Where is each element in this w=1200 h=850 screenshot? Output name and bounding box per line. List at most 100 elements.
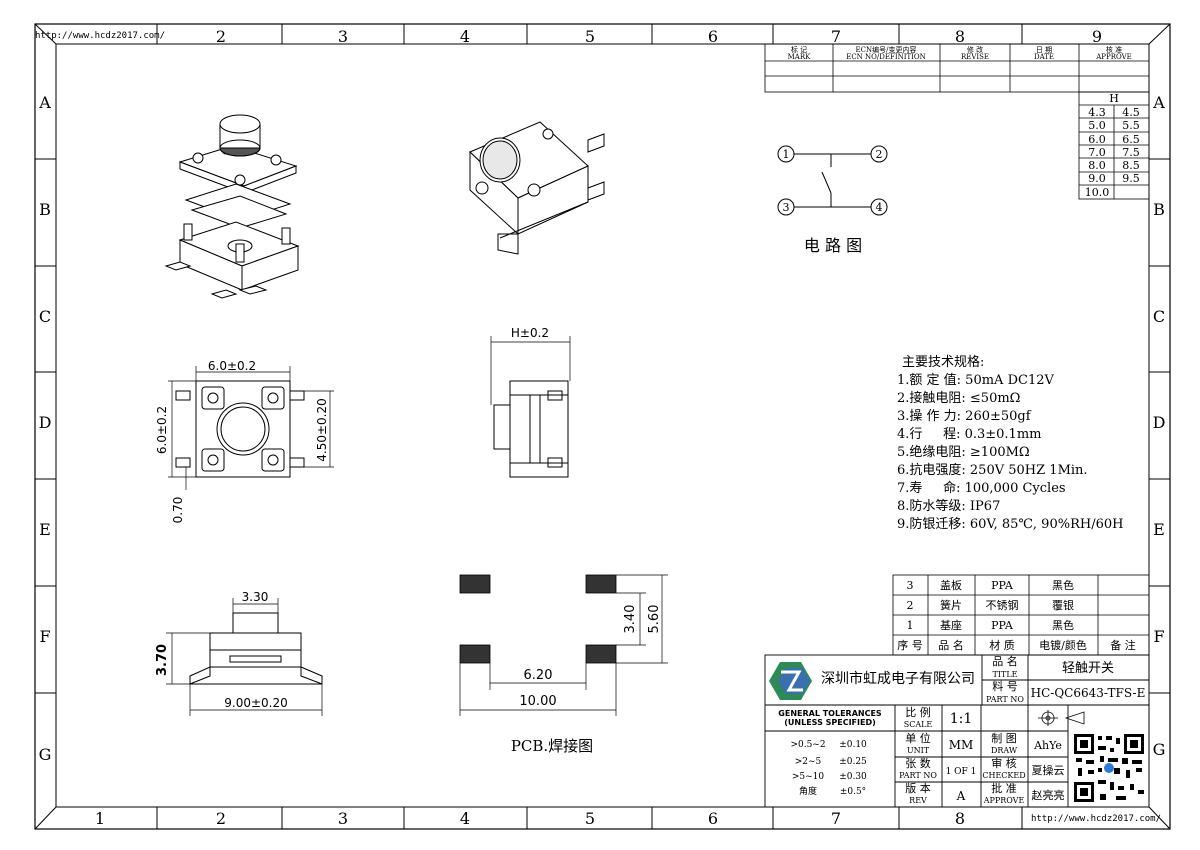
side-view-illustration [493,380,569,478]
dim-top-height: 6.0±0.2 [155,406,169,454]
bom-cells: 3 盖板 PPA 黑色 2 簧片 不锈钢 覆银 1 基座 PPA 黑色 序 号 … [897,578,1136,652]
row-label: C [39,307,51,326]
bom-cell: 盖板 [940,578,962,592]
tol-range: >0.5~2 [790,740,825,750]
pcb-dimensions [459,574,668,716]
field-value: 1:1 [950,711,973,727]
field-label: CHECKED [982,771,1025,780]
spec-title: 主要技术规格: [902,354,984,370]
dim-front-top: 3.30 [242,590,269,604]
dim-side-h: H±0.2 [511,326,549,340]
row-label: A [1152,93,1165,112]
field-label: DRAW [991,746,1018,755]
top-view-illustration [175,380,305,478]
spec-item: 1.额 定 值: 50mA DC12V [897,372,1054,388]
rev-header: DATE [1034,53,1054,61]
company-name: 深圳市虹成电子有限公司 [821,670,975,687]
field-label: REV [909,796,927,805]
col-label: 3 [338,27,348,46]
h-cell: 10.0 [1085,186,1110,199]
node-label: 4 [876,201,883,214]
h-cell: 9.5 [1122,172,1140,185]
field-value: 夏操云 [1032,763,1065,777]
h-table-title: H [1109,92,1119,105]
tol-range: >5~10 [792,772,825,782]
field-value: MM [949,738,974,752]
projection-symbol [1038,710,1085,726]
circuit-diagram [777,145,888,216]
spec-item: 9.防银迁移: 60V, 85℃, 90%RH/60H [897,516,1123,532]
bom-cell: PPA [991,579,1014,592]
h-cell: 6.5 [1122,133,1140,146]
spec-item: 5.绝缘电阻: ≥100MΩ [897,444,1030,460]
tol-value: ±0.25 [839,757,867,767]
dim-pin-offset: 0.70 [171,497,185,524]
row-label: F [1153,627,1164,646]
field-label: 比 例 [905,705,931,719]
row-label: F [39,627,50,646]
front-view-illustration [189,612,323,685]
spec-item: 4.行 程: 0.3±0.1mm [897,427,1041,442]
col-label: 9 [1092,27,1102,46]
top-view-dimensions [168,366,334,490]
bom-cell: 黑色 [1052,578,1074,592]
part-label-en: PART NO [986,695,1024,704]
spec-item: 7.寿 命: 100,000 Cycles [897,480,1066,496]
circuit-title: 电 路 图 [804,236,862,255]
tol-range: 角度 [799,785,817,797]
bom-cell: 覆银 [1052,598,1074,612]
dim-top-width: 6.0±0.2 [208,359,256,373]
h-cell: 8.0 [1088,159,1106,172]
field-label: 张 数 [905,757,931,770]
h-cell: 4.3 [1088,106,1106,119]
col-label: 2 [216,809,226,828]
h-cell: 7.5 [1122,146,1140,159]
row-label: B [39,200,51,219]
company-logo [769,662,812,700]
bom-header: 序 号 [897,638,923,652]
qr-code-icon [1073,733,1145,803]
rev-header: REVISE [961,53,989,61]
col-label: 4 [460,809,470,828]
node-label: 3 [783,201,790,214]
bom-cell: PPA [991,619,1014,632]
tol-range: >2~5 [795,757,822,767]
col-label: 6 [708,809,718,828]
dim-front-width: 9.00±0.20 [224,696,288,710]
title-label-cn: 品 名 [992,654,1018,668]
rev-header: ECN NO/DEFINITION [846,53,926,61]
row-label: B [1153,200,1165,219]
front-view-dimensions [166,598,323,716]
node-label: 1 [783,148,790,161]
title-block [764,654,1150,808]
row-label: E [1153,520,1165,539]
rev-header: APPROVE [1095,53,1132,61]
rev-header: 日 期 [1036,46,1052,54]
h-cell: 7.0 [1088,146,1106,159]
row-label: D [39,413,52,432]
dim-pcb-outer: 10.00 [519,694,556,709]
tolerance-title: GENERAL TOLERANCES [778,709,882,718]
field-label: APPROVE [983,796,1025,805]
exploded-view-illustration [164,114,300,299]
tol-value: ±0.30 [839,772,867,782]
row-labels: A B C D E F G A B C D E F G [38,93,1165,764]
col-label: 8 [955,27,965,46]
col-label: 1 [95,809,105,828]
bom-cell: 不锈钢 [986,599,1019,612]
dim-top-inner: 4.50±0.20 [315,398,329,462]
col-label: 4 [460,27,470,46]
field-value: 赵亮亮 [1032,788,1065,802]
column-labels-bottom: 1 2 3 4 5 6 7 8 [95,809,965,828]
bom-header: 材 质 [989,638,1015,652]
tol-value: ±0.10 [839,740,867,750]
field-label: SCALE [904,720,933,729]
bom-header: 备 注 [1110,638,1136,652]
revision-block [764,43,1150,93]
field-label: 单 位 [905,731,931,745]
outer-frame [34,23,1171,830]
field-label: 版 本 [905,781,931,795]
bom-cell: 1 [907,619,914,632]
spec-item: 2.接触电阻: ≤50mΩ [897,390,1020,406]
